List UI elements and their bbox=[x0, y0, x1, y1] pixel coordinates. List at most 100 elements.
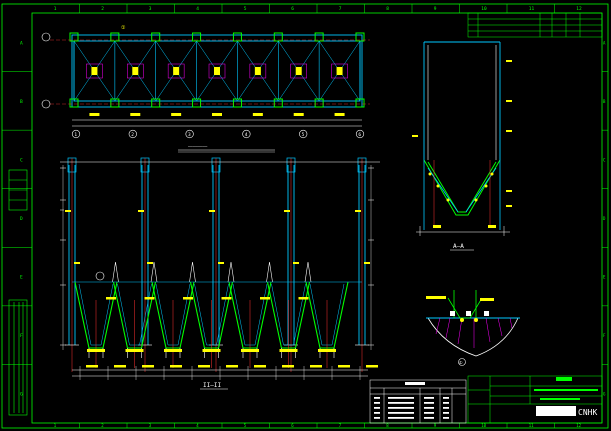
grid-column-label: 6 bbox=[291, 6, 294, 12]
grid-column-label: 3 bbox=[149, 6, 152, 12]
grid-column-label: 5 bbox=[244, 6, 247, 12]
plan-brace bbox=[237, 70, 259, 102]
dimension-text bbox=[282, 365, 294, 368]
dimension-text bbox=[366, 365, 378, 368]
plan-dimension-text bbox=[212, 113, 222, 116]
dimension-text bbox=[226, 365, 238, 368]
elevation-mark bbox=[364, 262, 370, 264]
plan-brace bbox=[94, 40, 116, 72]
plan-column bbox=[110, 98, 120, 108]
table-cell-mark bbox=[424, 417, 434, 419]
elevation-mark bbox=[65, 210, 71, 212]
grid-column-label: 1 bbox=[54, 6, 57, 12]
grid-column-label: 11 bbox=[529, 6, 535, 12]
plan-brace bbox=[339, 40, 361, 72]
grid-column-label: 7 bbox=[339, 6, 342, 12]
plan-dimension-text bbox=[130, 113, 141, 116]
elevation-mark bbox=[218, 262, 224, 264]
table-cell-mark bbox=[443, 397, 449, 399]
plan-hopper-outlet bbox=[127, 63, 144, 79]
grid-row-label: A bbox=[603, 40, 606, 45]
grid-column-label: 10 bbox=[481, 423, 486, 428]
plan-brace bbox=[155, 40, 177, 72]
table-cell-mark bbox=[443, 417, 449, 419]
grid-column-label: 3 bbox=[149, 423, 152, 428]
company-logo-box bbox=[536, 406, 576, 416]
grid-column-label: 4 bbox=[196, 423, 199, 428]
table-cell-mark bbox=[374, 417, 380, 419]
dimension-text bbox=[114, 365, 126, 368]
grid-row-label: G bbox=[20, 392, 23, 398]
beam-tag bbox=[144, 297, 155, 300]
elevation-mark bbox=[355, 210, 361, 212]
plan-outlet-mark bbox=[295, 67, 302, 75]
grid-row-label: E bbox=[603, 275, 606, 280]
plan-dimension-text bbox=[293, 113, 304, 116]
axis-bubble bbox=[242, 129, 251, 139]
table-cell-mark bbox=[424, 412, 434, 414]
plan-brace bbox=[278, 70, 299, 102]
hopper-divider-peak bbox=[150, 261, 158, 283]
hopper-outlet-mark bbox=[125, 349, 144, 352]
grid-row-label: E bbox=[20, 275, 23, 281]
dimension-text bbox=[310, 365, 322, 368]
plan-outlet-mark bbox=[173, 67, 180, 75]
beam-tag bbox=[260, 297, 270, 300]
grid-column-label: 1 bbox=[54, 423, 57, 428]
hopper-outlet-mark bbox=[202, 349, 221, 352]
plan-column bbox=[232, 98, 242, 108]
grid-row-label: F bbox=[603, 333, 606, 338]
grid-row-label: A bbox=[20, 40, 23, 46]
dimension-text bbox=[142, 365, 154, 368]
axis-bubble-label: 4 bbox=[245, 132, 248, 138]
material-table bbox=[369, 379, 467, 424]
hopper-divider-peak bbox=[266, 261, 273, 283]
grid-column-label: 8 bbox=[386, 423, 389, 428]
section-label-main: II—II bbox=[203, 382, 221, 389]
axis-bubble bbox=[299, 129, 308, 139]
plan-brace bbox=[318, 40, 340, 72]
plan-column bbox=[314, 98, 324, 108]
hopper-outlet-mark bbox=[318, 349, 336, 352]
plan-brace bbox=[318, 70, 340, 102]
hopper-outlet-mark bbox=[241, 349, 259, 352]
grid-column-label: 11 bbox=[529, 423, 534, 428]
grid-column-label: 10 bbox=[481, 6, 487, 12]
hopper-divider-peak bbox=[189, 261, 196, 283]
plan-brace bbox=[114, 70, 136, 102]
plan-brace bbox=[135, 40, 156, 72]
plan-brace bbox=[298, 70, 320, 102]
grid-column-label: 4 bbox=[196, 6, 199, 12]
axis-bubble-label: 5 bbox=[302, 132, 305, 138]
axis-bubble-label: 3 bbox=[188, 132, 191, 138]
axis-bubble-label: 2 bbox=[131, 132, 134, 138]
plan-outlet-mark bbox=[254, 67, 261, 75]
plan-hopper-outlet bbox=[290, 63, 307, 79]
table-title-mark bbox=[405, 382, 425, 385]
grid-row-label: B bbox=[20, 99, 23, 105]
plan-hopper-outlet bbox=[249, 63, 267, 79]
section-label-side: A—A bbox=[453, 243, 464, 250]
grid-column-label: 9 bbox=[434, 423, 437, 428]
table-cell-mark bbox=[374, 412, 380, 414]
grid-column-label: 2 bbox=[101, 423, 104, 428]
plan-hopper-outlet bbox=[331, 63, 348, 79]
elevation-view: ———————— II—II bbox=[60, 144, 380, 390]
dimension-text bbox=[198, 365, 210, 368]
grid-column-label: 12 bbox=[576, 6, 582, 12]
axis-bubble-label: 6 bbox=[358, 132, 361, 138]
grid-row-label: C bbox=[603, 157, 606, 162]
table-cell-mark bbox=[424, 402, 434, 404]
plan-brace bbox=[155, 70, 177, 102]
title-block bbox=[467, 375, 603, 424]
elevation-title-bar: ———————— bbox=[188, 144, 208, 149]
revision-table bbox=[467, 12, 603, 38]
plan-brace bbox=[257, 70, 279, 102]
plan-brace bbox=[339, 70, 361, 102]
elevation-mark bbox=[138, 210, 144, 212]
dimension-text bbox=[338, 365, 350, 368]
hopper-divider-peak bbox=[112, 261, 119, 283]
